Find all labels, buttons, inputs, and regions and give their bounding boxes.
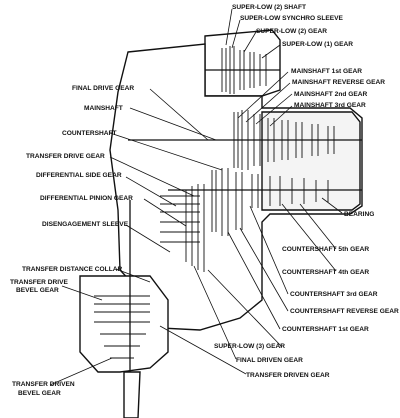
label-transfer-driven-gear: TRANSFER DRIVEN GEAR: [246, 372, 330, 379]
label-super-low-2-gear: SUPER-LOW (2) GEAR: [256, 28, 327, 35]
label-differential-side-gear: DIFFERENTIAL SIDE GEAR: [36, 172, 122, 179]
label-countershaft-5th-gear: COUNTERSHAFT 5th GEAR: [282, 246, 369, 253]
label-super-low-2-shaft: SUPER-LOW (2) SHAFT: [232, 4, 306, 11]
label-mainshaft-3rd-gear: MAINSHAFT 3rd GEAR: [294, 102, 366, 109]
label-countershaft: COUNTERSHAFT: [62, 130, 117, 137]
shafts: [128, 69, 362, 372]
label-final-drive-gear: FINAL DRIVE GEAR: [72, 85, 134, 92]
label-transfer-drive-bevel-gear-line1: TRANSFER DRIVE: [10, 279, 68, 286]
label-countershaft-1st-gear: COUNTERSHAFT 1st GEAR: [282, 326, 369, 333]
label-countershaft-4th-gear: COUNTERSHAFT 4th GEAR: [282, 269, 369, 276]
label-mainshaft-1st-gear: MAINSHAFT 1st GEAR: [291, 68, 362, 75]
label-differential-pinion-gear: DIFFERENTIAL PINION GEAR: [40, 195, 133, 202]
label-transfer-drive-bevel-gear-line2: BEVEL GEAR: [16, 287, 59, 294]
labels: SUPER-LOW (2) SHAFT SUPER-LOW SYNCHRO SL…: [10, 4, 399, 397]
label-bearing: BEARING: [344, 211, 374, 218]
label-transfer-driven-bevel-gear-line2: BEVEL GEAR: [18, 390, 61, 397]
label-super-low-1-gear: SUPER-LOW (1) GEAR: [282, 41, 353, 48]
countershaft-gears: [211, 168, 329, 236]
label-mainshaft-2nd-gear: MAINSHAFT 2nd GEAR: [294, 91, 368, 98]
label-disengagement-sleeve: DISENGAGEMENT SLEEVE: [42, 221, 129, 228]
label-super-low-3-gear: SUPER-LOW (3) GEAR: [214, 343, 285, 350]
label-final-driven-gear: FINAL DRIVEN GEAR: [236, 357, 303, 364]
label-transfer-distance-collar: TRANSFER DISTANCE COLLAR: [22, 266, 122, 273]
label-super-low-synchro-sleeve: SUPER-LOW SYNCHRO SLEEVE: [240, 15, 344, 22]
label-transfer-drive-gear: TRANSFER DRIVE GEAR: [26, 153, 105, 160]
label-countershaft-3rd-gear: COUNTERSHAFT 3rd GEAR: [290, 291, 378, 298]
label-mainshaft-reverse-gear: MAINSHAFT REVERSE GEAR: [292, 79, 385, 86]
label-mainshaft: MAINSHAFT: [84, 105, 123, 112]
leader-lines: [49, 8, 343, 386]
transfer-bevel-gears: [94, 295, 150, 359]
label-transfer-driven-bevel-gear-line1: TRANSFER DRIVEN: [12, 381, 75, 388]
label-countershaft-reverse-gear: COUNTERSHAFT REVERSE GEAR: [290, 308, 399, 315]
transmission-housing: [79, 29, 363, 418]
